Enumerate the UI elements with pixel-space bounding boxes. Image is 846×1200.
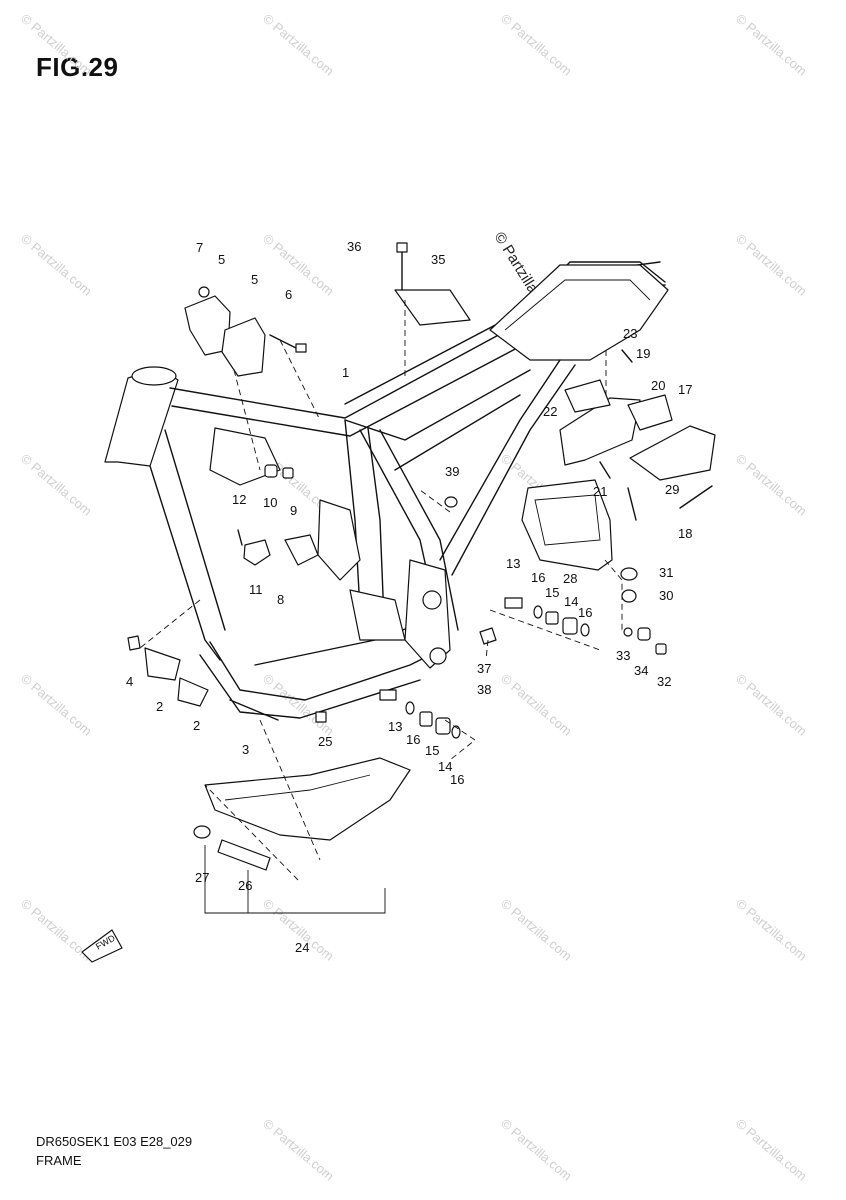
watermark: © Partzilla.com bbox=[733, 451, 810, 519]
callout-2: 2 bbox=[156, 699, 163, 714]
watermark: © Partzilla.com bbox=[498, 1116, 575, 1184]
callout-39: 39 bbox=[445, 464, 459, 479]
leader-lines bbox=[139, 300, 623, 881]
cradle-front bbox=[209, 641, 441, 701]
callout-19: 19 bbox=[636, 346, 650, 361]
callout-24: 24 bbox=[295, 940, 309, 955]
watermark: © Partzilla.com bbox=[18, 11, 95, 79]
watermark: © Partzilla.com bbox=[498, 896, 575, 964]
rear-subframe bbox=[489, 264, 669, 361]
callout-16: 16 bbox=[406, 732, 420, 747]
callout-32: 32 bbox=[657, 674, 671, 689]
callout-labels: 1 2 2 3 4 5 5 6 7 8 9 10 11 12 13 13 14 … bbox=[126, 239, 692, 955]
callout-9: 9 bbox=[290, 503, 297, 518]
watermark: © Partzilla.com bbox=[498, 11, 575, 79]
callout-5: 5 bbox=[218, 252, 225, 267]
callout-27: 27 bbox=[195, 870, 209, 885]
callout-12: 12 bbox=[232, 492, 246, 507]
callout-36: 36 bbox=[347, 239, 361, 254]
callout-34: 34 bbox=[634, 663, 648, 678]
callout-25: 25 bbox=[318, 734, 332, 749]
cradle-rear bbox=[254, 619, 431, 666]
callout-29: 29 bbox=[665, 482, 679, 497]
callout-16: 16 bbox=[531, 570, 545, 585]
callout-13: 13 bbox=[506, 556, 520, 571]
callout-37: 37 bbox=[477, 661, 491, 676]
callout-2: 2 bbox=[193, 718, 200, 733]
callout-14: 14 bbox=[438, 759, 452, 774]
callout-28: 28 bbox=[563, 571, 577, 586]
callout-23: 23 bbox=[623, 326, 637, 341]
callout-3: 3 bbox=[242, 742, 249, 757]
diagram-name: FRAME bbox=[36, 1153, 82, 1168]
watermark: © Partzilla.com bbox=[498, 671, 575, 739]
callout-16: 16 bbox=[450, 772, 464, 787]
watermark: © Partzilla.com bbox=[733, 11, 810, 79]
watermark: © Partzilla.com bbox=[260, 11, 337, 79]
callout-31: 31 bbox=[659, 565, 673, 580]
rear-fender-piece bbox=[559, 397, 641, 466]
watermark: © Partzilla.com bbox=[18, 231, 95, 299]
gusset-left bbox=[209, 427, 281, 486]
down-tube-inner bbox=[164, 429, 226, 631]
callout-38: 38 bbox=[477, 682, 491, 697]
callout-11: 11 bbox=[249, 582, 263, 597]
callout-35: 35 bbox=[431, 252, 445, 267]
battery-tray bbox=[521, 479, 613, 571]
skid-plate bbox=[204, 757, 411, 841]
callout-15: 15 bbox=[425, 743, 439, 758]
watermark: © Partzilla.com bbox=[260, 231, 337, 299]
watermark: © Partzilla.com bbox=[733, 231, 810, 299]
callout-14: 14 bbox=[564, 594, 578, 609]
watermark: © Partzilla.com bbox=[260, 1116, 337, 1184]
callout-7: 7 bbox=[196, 240, 203, 255]
watermark: © Partzilla.com bbox=[733, 896, 810, 964]
frame-main bbox=[104, 261, 669, 719]
callout-21: 21 bbox=[593, 484, 607, 499]
callout-22: 22 bbox=[543, 404, 557, 419]
engine-bracket-front bbox=[144, 647, 181, 681]
cradle-lower bbox=[199, 654, 421, 719]
callout-6: 6 bbox=[285, 287, 292, 302]
watermark: © Partzilla.com bbox=[18, 451, 95, 519]
callout-18: 18 bbox=[678, 526, 692, 541]
watermark: © Partzilla.com bbox=[260, 671, 337, 739]
callout-30: 30 bbox=[659, 588, 673, 603]
callout-8: 8 bbox=[277, 592, 284, 607]
top-rail-upper bbox=[344, 261, 666, 405]
loose-parts bbox=[127, 242, 716, 914]
callout-13: 13 bbox=[388, 719, 402, 734]
engine-bracket-lower bbox=[177, 677, 209, 707]
callout-17: 17 bbox=[678, 382, 692, 397]
callout-26: 26 bbox=[238, 878, 252, 893]
down-tube bbox=[149, 465, 221, 661]
callout-20: 20 bbox=[651, 378, 665, 393]
callout-16: 16 bbox=[578, 605, 592, 620]
rear-stay bbox=[439, 359, 561, 561]
callout-33: 33 bbox=[616, 648, 630, 663]
callout-1: 1 bbox=[342, 365, 349, 380]
callout-10: 10 bbox=[263, 495, 277, 510]
callout-4: 4 bbox=[126, 674, 133, 689]
diagram-code: DR650SEK1 E03 E28_029 bbox=[36, 1134, 193, 1149]
callout-5: 5 bbox=[251, 272, 258, 287]
watermark: © Partzilla.com bbox=[733, 671, 810, 739]
watermark: © Partzilla.com bbox=[733, 1116, 810, 1184]
figure-title: FIG.29 bbox=[36, 52, 119, 82]
watermark: © Partzilla.com bbox=[18, 671, 95, 739]
gusset-center bbox=[317, 499, 361, 581]
steering-head-top bbox=[131, 366, 177, 386]
callout-15: 15 bbox=[545, 585, 559, 600]
